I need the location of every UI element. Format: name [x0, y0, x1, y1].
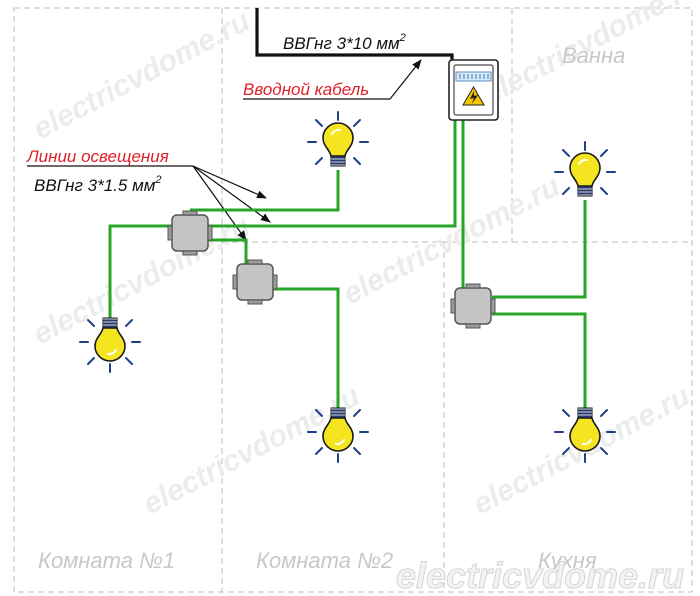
distribution-panel [448, 59, 499, 121]
watermark: electricvdome.ru [28, 209, 255, 351]
watermark: electricvdome.ru [338, 169, 565, 311]
light-bulb-icon [554, 141, 616, 197]
junction-box-icon [232, 259, 278, 305]
junction-box-icon [450, 283, 496, 329]
lighting-lines-label: Линии освещения [26, 147, 169, 166]
room-borders [13, 7, 693, 593]
room-label-room2: Комната №2 [256, 548, 393, 573]
input-cable-spec: ВВГнг 3*10 мм2 [283, 32, 406, 53]
input-cable-arrow [389, 59, 422, 100]
room-label-kitchen: Кухня [538, 548, 597, 573]
lighting-cable-spec: ВВГнг 3*1.5 мм2 [34, 174, 162, 195]
high-voltage-icon [462, 86, 485, 106]
watermark: electricvdome.ru [28, 4, 255, 146]
lighting-lines-arrows [192, 165, 271, 241]
room-label-room1: Комната №1 [38, 548, 175, 573]
site-logo: electricvdome.ru [396, 555, 684, 596]
light-bulb-icon [307, 111, 369, 167]
junction-box-icon [167, 210, 213, 256]
input-cable-label: Вводной кабель [243, 80, 369, 99]
lighting-wires [108, 120, 587, 408]
room-label-bath: Ванна [562, 43, 625, 68]
